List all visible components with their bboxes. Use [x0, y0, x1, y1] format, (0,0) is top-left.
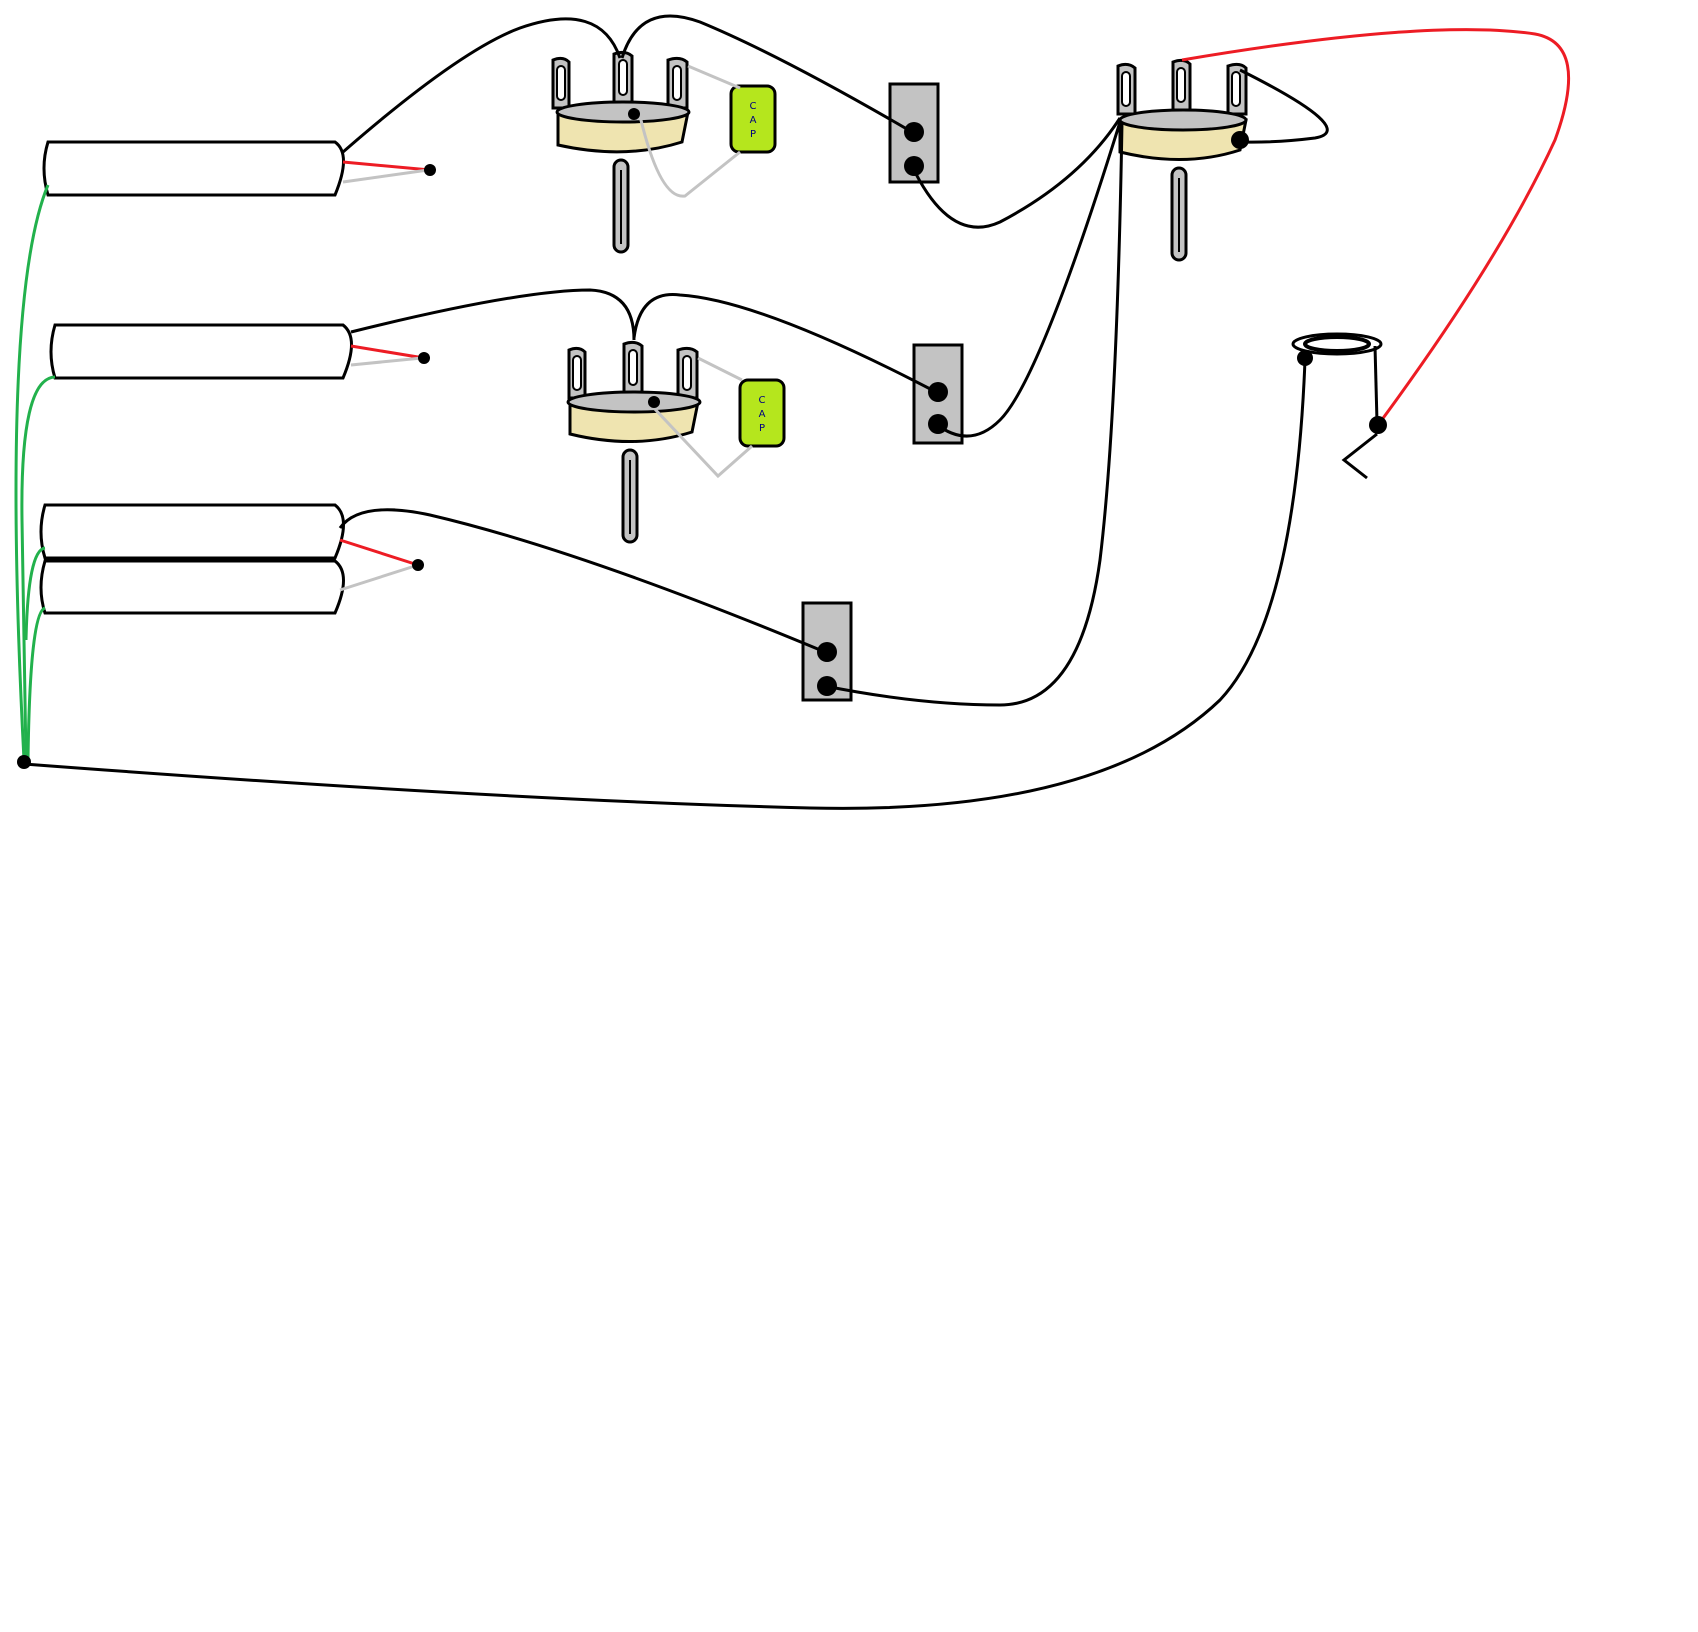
joint-switch-2-top: [928, 382, 948, 402]
cap-2-letter-c: C: [759, 395, 766, 406]
solder-joints: [17, 108, 1387, 769]
humbucker: [39, 503, 345, 615]
cap-1-letter-a: A: [750, 115, 757, 126]
gray-wires: [339, 64, 753, 592]
joint-switch-3-top: [817, 642, 837, 662]
volume-pot: [1116, 58, 1248, 262]
joint-jack-tip: [1369, 416, 1387, 434]
joint-tone-pot-2: [648, 396, 660, 408]
joint-switch-2-bottom: [928, 414, 948, 434]
cap-1-letter-c: C: [750, 101, 757, 112]
cap-2-letter-a: A: [759, 409, 766, 420]
cap-1-letter-p: P: [750, 129, 756, 140]
pickup-1: [42, 140, 345, 197]
tone-pot-1: [551, 50, 691, 254]
joint-switch-1-top: [904, 122, 924, 142]
joint-pickup-1: [424, 164, 436, 176]
output-jack: [1291, 332, 1383, 480]
joint-jack-sleeve: [1297, 350, 1313, 366]
joint-volume-pot: [1231, 131, 1249, 149]
ground-node: [17, 755, 31, 769]
pickup-2: [49, 323, 353, 380]
joint-pickup-2: [418, 352, 430, 364]
green-ground-wires: [14, 184, 56, 761]
red-wires: [339, 28, 1571, 567]
cap-1: C A P: [729, 84, 777, 154]
cap-2-letter-p: P: [759, 423, 765, 434]
tone-pot-2: [566, 340, 702, 544]
joint-tone-pot-1: [628, 108, 640, 120]
joint-switch-3-bottom: [817, 676, 837, 696]
black-wires: [23, 14, 1329, 810]
cap-2: C A P: [738, 378, 786, 448]
joint-humbucker: [412, 559, 424, 571]
joint-switch-1-bottom: [904, 156, 924, 176]
